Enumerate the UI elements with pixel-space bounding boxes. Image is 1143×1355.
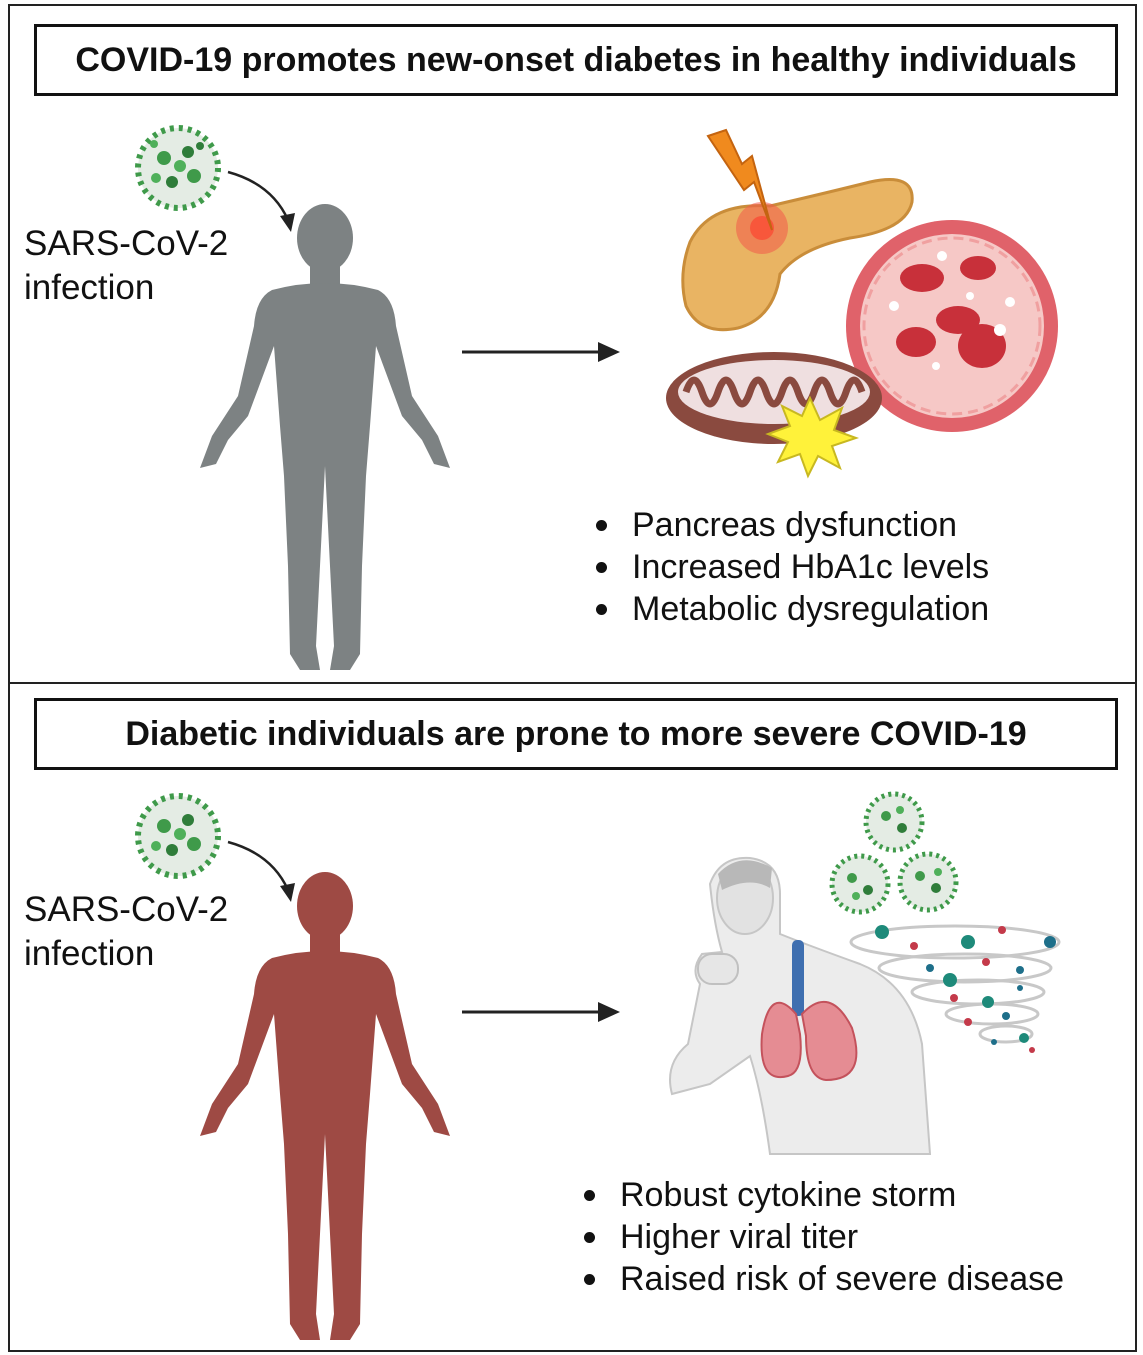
outcome-list: Pancreas dysfunction Increased HbA1c lev… (590, 504, 989, 630)
infection-label-line1: SARS-CoV-2 (24, 224, 229, 263)
infection-label-line2: infection (24, 268, 155, 307)
curved-arrow-icon (227, 170, 295, 232)
bottom-panel-title: Diabetic individuals are prone to more s… (34, 698, 1118, 770)
blood-vessel-icon (846, 220, 1058, 432)
bottom-panel-illustration (135, 791, 1061, 1340)
outcome-item: Raised risk of severe disease (578, 1258, 1064, 1300)
mitochondria-icon (666, 352, 882, 479)
virus-icon (829, 791, 959, 915)
lightning-icon (706, 128, 773, 231)
cytokine-storm-icon (849, 924, 1061, 1053)
outcome-item: Robust cytokine storm (578, 1174, 1064, 1216)
top-panel-illustration (135, 125, 1058, 670)
bottom-panel: Diabetic individuals are prone to more s… (8, 682, 1137, 1352)
top-panel: COVID-19 promotes new-onset diabetes in … (8, 4, 1137, 684)
pancreas-icon (681, 178, 914, 332)
outcome-item: Higher viral titer (578, 1216, 1064, 1258)
person-silhouette-icon (200, 204, 450, 670)
virus-icon (135, 793, 221, 879)
person-silhouette-icon (200, 872, 450, 1340)
outcome-item: Pancreas dysfunction (590, 504, 989, 546)
curved-arrow-icon (227, 840, 295, 902)
infection-label: SARS-CoV-2 infection (24, 888, 228, 976)
infection-label: SARS-CoV-2 infection (24, 222, 228, 310)
outcome-item: Increased HbA1c levels (590, 546, 989, 588)
top-panel-title: COVID-19 promotes new-onset diabetes in … (34, 24, 1118, 96)
right-arrow-icon (462, 342, 620, 362)
right-arrow-icon (462, 1002, 620, 1022)
coughing-patient-icon (669, 856, 932, 1155)
outcome-item: Metabolic dysregulation (590, 588, 989, 630)
virus-icon (135, 125, 221, 211)
outcome-list: Robust cytokine storm Higher viral titer… (578, 1174, 1064, 1300)
infection-label-line2: infection (24, 934, 155, 973)
infection-label-line1: SARS-CoV-2 (24, 890, 229, 929)
